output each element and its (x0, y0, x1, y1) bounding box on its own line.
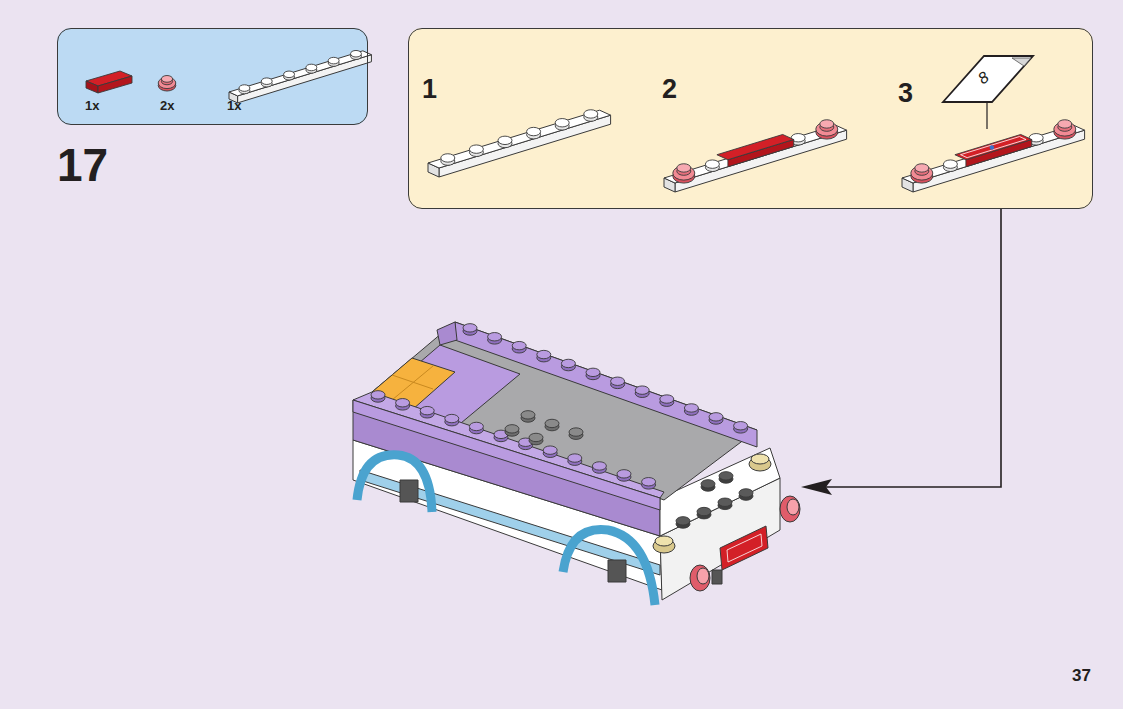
stud-top (527, 127, 541, 135)
stud-top (734, 422, 748, 430)
stud-top (328, 57, 339, 64)
stud-top (676, 517, 690, 525)
plate-1x6 (229, 50, 371, 102)
stud-top (569, 428, 583, 436)
stud-top (441, 154, 455, 162)
stud-top (537, 350, 551, 358)
stud-top (709, 413, 723, 421)
car-model (353, 322, 800, 605)
substep-panel: 1 2 3 (408, 28, 1093, 209)
stud-top (677, 164, 691, 172)
stud-top (739, 489, 753, 497)
stud-top (705, 160, 719, 168)
stud-top (660, 395, 674, 403)
stud-top (701, 480, 715, 488)
stud-top (445, 414, 459, 422)
stud-top (584, 110, 598, 118)
stud-top (505, 425, 519, 433)
stud-top (697, 507, 711, 515)
stud-top (463, 324, 477, 332)
substep-number: 2 (662, 76, 677, 103)
stud-top (498, 136, 512, 144)
stud-top (555, 119, 569, 127)
stud-top (915, 164, 929, 172)
stud-top (469, 422, 483, 430)
stud-top (543, 446, 557, 454)
stud-top (820, 120, 834, 128)
stud-top (718, 498, 732, 506)
stud-top (568, 454, 582, 462)
stud-top (592, 462, 606, 470)
sticker-callout (943, 56, 1033, 129)
stud-top (284, 71, 295, 78)
plate-top (229, 51, 371, 96)
stud-top (521, 411, 535, 419)
stud-top (420, 406, 434, 414)
stud-top (561, 359, 575, 367)
tile-top (717, 134, 794, 159)
stud-top (306, 64, 317, 71)
stud-top (684, 404, 698, 412)
step-number: 17 (57, 142, 108, 188)
page-number: 37 (1072, 667, 1091, 684)
placement-arrow (801, 209, 1001, 495)
stud-top (611, 377, 625, 385)
stud-top (1058, 120, 1072, 128)
stud-top (396, 399, 410, 407)
sticker-mark (990, 145, 994, 149)
tile-top (955, 134, 1032, 159)
stud-top (161, 76, 172, 83)
substep-panel-ground (408, 28, 1093, 209)
plate-1x6 (428, 110, 611, 177)
stud-top (239, 85, 250, 92)
substep-number: 3 (898, 80, 913, 107)
stud-top (351, 50, 362, 57)
stud-top (488, 333, 502, 341)
stud-top (529, 433, 543, 441)
stud-top (512, 341, 526, 349)
stud-top (586, 368, 600, 376)
stud-top (545, 419, 559, 427)
plates (86, 50, 1085, 192)
plate-1x6 (902, 120, 1085, 192)
part-round-plate (158, 76, 176, 91)
stud-top (635, 386, 649, 394)
plate-1x6 (664, 120, 847, 192)
plate-side (675, 130, 847, 192)
sticker-border (961, 137, 1027, 158)
plate-side (913, 130, 1085, 192)
stud-top (719, 472, 733, 480)
part-count: 2x (160, 99, 174, 112)
studs (371, 324, 753, 529)
stud-top (943, 160, 957, 168)
stud-top (642, 478, 656, 486)
plate-top (428, 110, 611, 168)
substep-number: 1 (422, 76, 437, 103)
stud-top (371, 391, 385, 399)
plate-side (439, 115, 611, 177)
plate-side (238, 55, 372, 103)
part-count: 1x (227, 99, 241, 112)
stud-top (261, 78, 272, 85)
part-tile-1x2 (86, 71, 132, 93)
stud-top (469, 145, 483, 153)
part-count: 1x (85, 99, 99, 112)
stud-top (617, 470, 631, 478)
parts-list-box: 1x 2x 1x (57, 28, 368, 125)
